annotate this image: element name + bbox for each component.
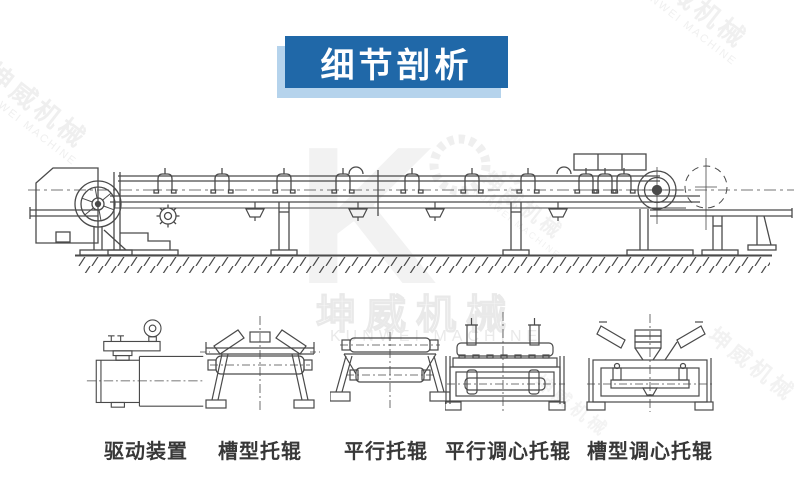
section-title: 细节剖析 — [320, 46, 473, 85]
watermark-center-en: KUNWEI MACHINE — [330, 328, 543, 345]
section-title-banner: 细节剖析 — [285, 36, 508, 88]
conveyor-overview-drawing — [28, 153, 794, 273]
parallel-idler-drawing — [330, 332, 450, 408]
watermark-center-cn: 坤威机械 — [315, 292, 516, 337]
detail-label-parallel-idler: 平行托辊 — [344, 441, 428, 463]
detail-label-trough-idler: 槽型托辊 — [218, 441, 302, 463]
watermark-logo-letter: K — [296, 106, 438, 325]
detail-label-drive-unit: 驱动装置 — [104, 441, 188, 463]
detail-label-parallel-aligning-idler: 平行调心托辊 — [445, 441, 571, 463]
watermark-top-right: 坤威机械 KUNWEI MACHINE — [632, 0, 754, 69]
watermark-bottom-right: 坤威机械 — [703, 322, 800, 407]
trough-aligning-idler-drawing — [586, 314, 715, 412]
drive-unit-drawing — [86, 319, 206, 408]
conveyor-linework — [28, 153, 794, 273]
parallel-aligning-idler-drawing — [445, 312, 566, 412]
detail-label-trough-aligning-idler: 槽型调心托辊 — [587, 441, 713, 463]
watermark-gear-icon — [429, 134, 521, 205]
trough-idler-drawing — [200, 316, 320, 412]
